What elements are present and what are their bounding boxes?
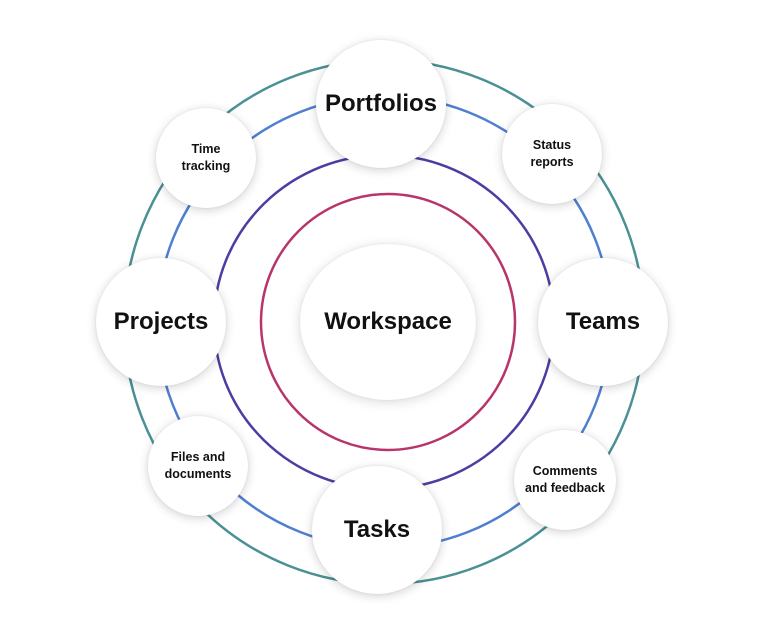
teams-label: Teams [565, 308, 641, 335]
status-reports-label-line1: Status [532, 138, 572, 153]
teams-node: Teams [538, 258, 668, 386]
portfolios-label: Portfolios [325, 90, 437, 117]
time-tracking-node: Time tracking [156, 108, 256, 208]
tasks-node: Tasks [312, 466, 442, 594]
files-documents-label-line1: Files and [170, 450, 226, 465]
tasks-label: Tasks [343, 516, 411, 543]
inner-ring [259, 192, 517, 452]
time-tracking-label-line1: Time [191, 142, 221, 157]
portfolios-node: Portfolios [316, 40, 446, 168]
files-documents-node: Files and documents [148, 416, 248, 516]
time-tracking-label-line2: tracking [181, 159, 231, 173]
comments-feedback-label-line2: and feedback [525, 481, 605, 495]
comments-feedback-node: Comments and feedback [514, 430, 616, 530]
comments-feedback-label-line1: Comments [532, 464, 598, 479]
projects-label: Projects [113, 308, 209, 335]
status-reports-label-line2: reports [530, 155, 574, 169]
files-documents-label-line2: documents [164, 467, 232, 481]
workspace-node: Workspace [300, 244, 476, 400]
projects-node: Projects [96, 258, 226, 386]
status-reports-node: Status reports [502, 104, 602, 204]
workspace-label: Workspace [324, 308, 452, 335]
